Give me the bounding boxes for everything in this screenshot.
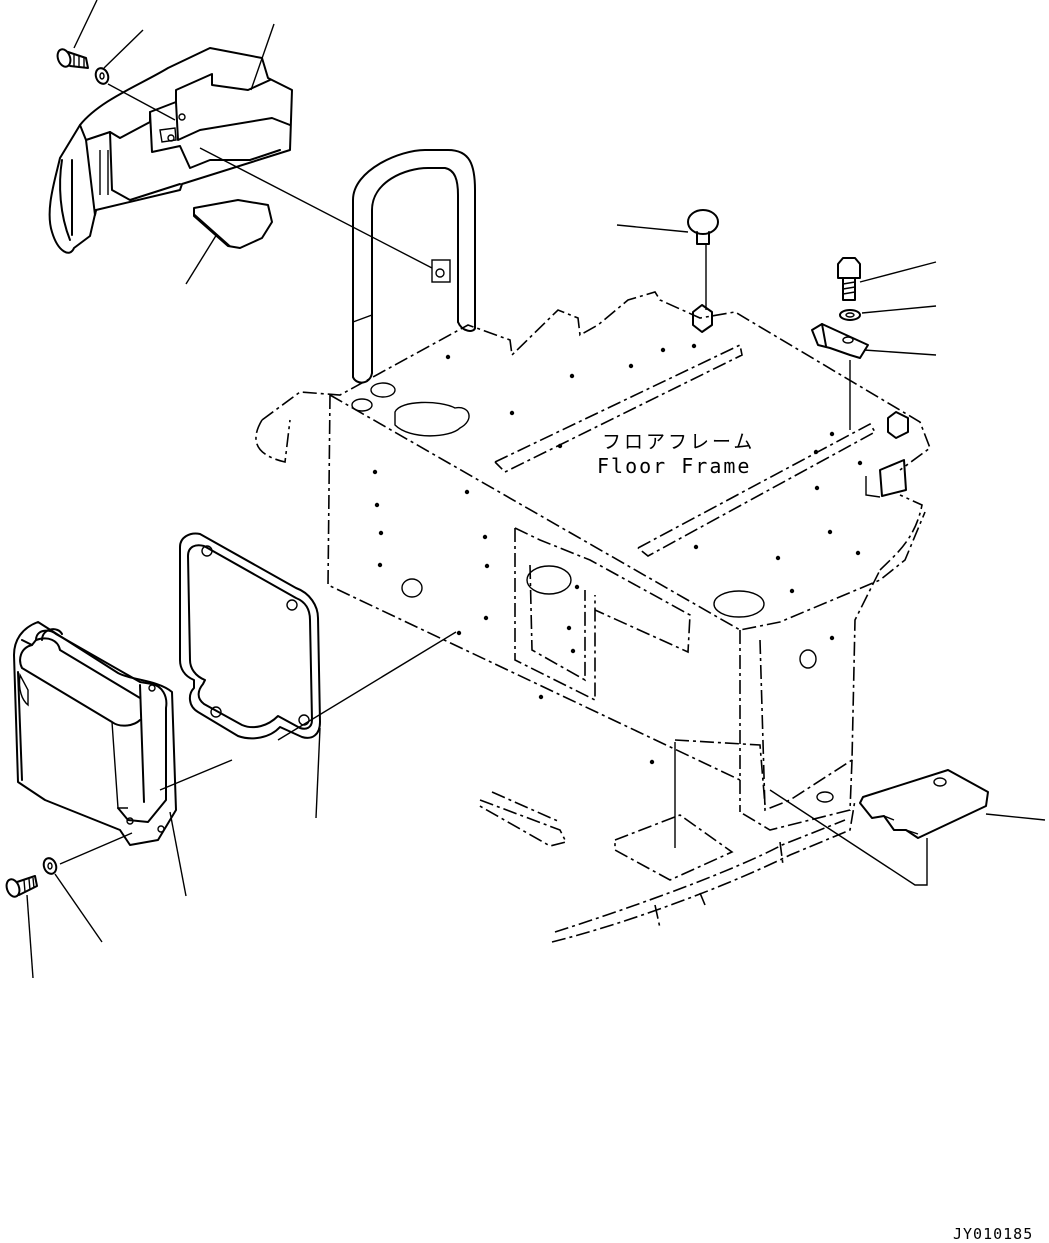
plate-bottom-right (859, 769, 989, 839)
bolt-top-right (837, 257, 861, 321)
cover-box (13, 621, 177, 846)
drawing-id: JY010185 (953, 1225, 1034, 1243)
bracket-top-right (811, 323, 869, 359)
bolt-upper-left (56, 48, 110, 85)
mat-small (193, 199, 273, 249)
part-label-english: Floor Frame (597, 454, 752, 478)
gasket (179, 532, 321, 740)
frame-bolt-holes (351, 343, 863, 803)
side-cover-upper (48, 47, 293, 254)
bolt-lower-left (5, 857, 58, 898)
leader-lines (26, 0, 1046, 979)
floor-frame-outline (255, 291, 931, 943)
knob (687, 209, 719, 333)
corner-bracket-right (865, 411, 909, 498)
part-label-japanese: フロアフレーム (602, 431, 756, 453)
handrail (352, 149, 476, 384)
